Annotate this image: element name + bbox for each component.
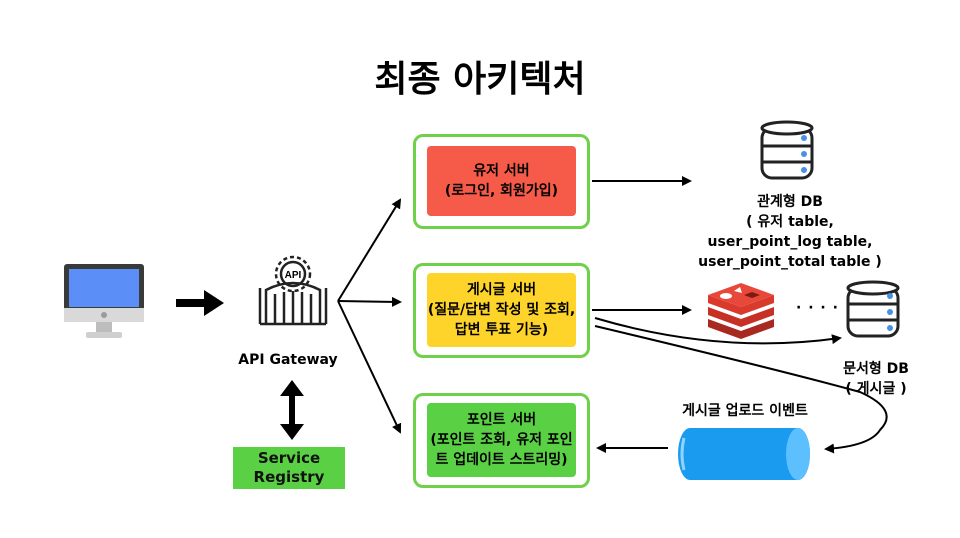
message-queue-icon: [678, 428, 810, 480]
computer-icon: [64, 264, 144, 338]
post-server-box: 게시글 서버 (질문/답변 작성 및 조회, 답변 투표 기능): [427, 273, 576, 347]
api-gateway-icon: API: [258, 255, 328, 326]
document-db-collection: ( 게시글 ): [845, 381, 907, 397]
relational-db-title: 관계형 DB: [757, 194, 823, 210]
ellipsis-dots: · · · ·: [796, 300, 839, 316]
service-registry-line2: Registry: [253, 468, 325, 486]
client-to-gateway-arrow: [176, 290, 224, 316]
api-gateway-label: API Gateway: [238, 352, 338, 368]
point-server-box: 포인트 서버 (포인트 조회, 유저 포인 트 업데이트 스트리밍): [427, 403, 576, 477]
relational-db-table-1: ( 유저 table,: [746, 214, 834, 230]
document-db-label: 문서형 DB ( 게시글 ): [826, 359, 926, 399]
user-server-box: 유저 서버 (로그인, 회원가입): [427, 146, 576, 216]
service-registry-line1: Service: [257, 449, 321, 467]
gateway-registry-double-arrow: [280, 380, 304, 440]
point-server-desc-1: (포인트 조회, 유저 포인: [430, 432, 573, 448]
relational-db-table-2: user_point_log table,: [707, 234, 873, 250]
redis-icon: [708, 283, 774, 339]
point-server-desc-2: 트 업데이트 스트리밍): [435, 452, 568, 468]
user-server-title: 유저 서버: [473, 163, 530, 179]
document-db-title: 문서형 DB: [843, 361, 909, 377]
point-server-title: 포인트 서버: [466, 412, 537, 428]
relational-db-icon: [760, 120, 814, 180]
service-registry: Service Registry: [233, 447, 345, 489]
relational-db-table-3: user_point_total table ): [698, 254, 882, 270]
page-title: 최종 아키텍처: [374, 59, 586, 100]
post-server-desc-1: (질문/답변 작성 및 조회,: [427, 302, 576, 318]
document-db-icon: [846, 280, 900, 338]
post-server-title: 게시글 서버: [466, 282, 537, 298]
api-icon-text: API: [285, 270, 302, 281]
event-label: 게시글 업로드 이벤트: [682, 403, 808, 419]
relational-db-label: 관계형 DB ( 유저 table, user_point_log table,…: [690, 192, 890, 272]
post-server-desc-2: 답변 투표 기능): [454, 322, 549, 338]
user-server-desc: (로그인, 회원가입): [444, 183, 559, 199]
